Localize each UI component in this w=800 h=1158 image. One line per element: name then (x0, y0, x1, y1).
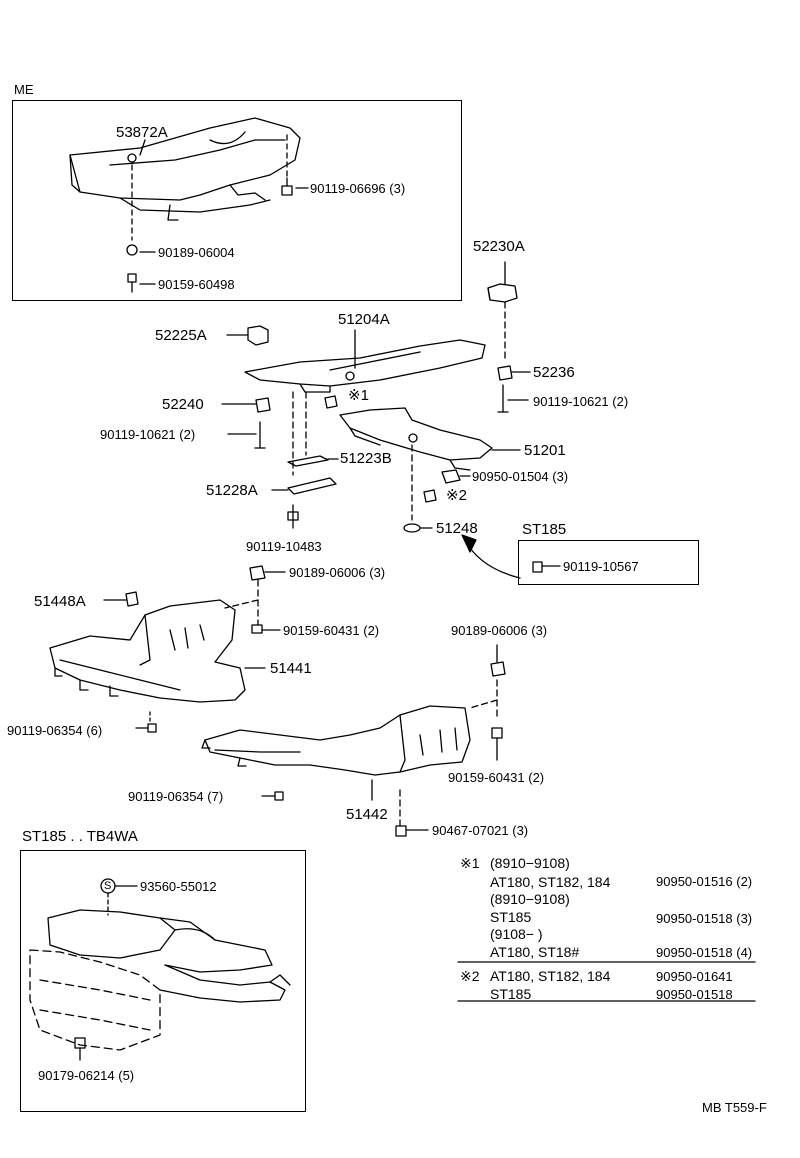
s-mark: S (104, 880, 112, 892)
label-52225a: 52225A (155, 327, 207, 344)
plate-51223b (287, 455, 339, 467)
label-ref2: ※2 (446, 487, 467, 504)
st185-tb4wa-assembly (29, 878, 291, 1061)
note2-line1-model: AT180, ST182, 184 (490, 968, 611, 984)
footer-code: MB T559-F (702, 1100, 767, 1115)
label-90119-06354-b: 90119-06354 (7) (128, 789, 224, 804)
me-fasteners (126, 134, 293, 293)
nut-ref2 (423, 489, 437, 503)
bolt-90119-10567 (532, 561, 561, 573)
bolt-90119-06354-b (261, 791, 284, 801)
me-box (12, 100, 462, 301)
plate-51228a (271, 477, 337, 495)
me-leaders (139, 139, 309, 285)
me-box-title: ME (14, 82, 34, 97)
label-90189-06004: 90189-06004 (158, 245, 235, 260)
crossmember-51204a (244, 329, 486, 393)
label-90119-10567: 90119-10567 (563, 559, 639, 574)
st185-box-title: ST185 (522, 521, 567, 538)
note2-line2-model: ST185 (490, 986, 532, 1002)
label-51228a: 51228A (206, 482, 258, 499)
st185-box (518, 540, 699, 585)
label-90467-07021: 90467-07021 (3) (432, 823, 529, 838)
label-90119-10483: 90119-10483 (246, 539, 322, 554)
label-90159-60431-b: 90159-60431 (2) (448, 770, 545, 785)
note1-line4-part: 90950-01518 (3) (656, 911, 753, 926)
label-90119-06696: 90119-06696 (3) (310, 181, 406, 196)
label-90179-06214: 90179-06214 (5) (38, 1068, 135, 1083)
duct-53872a (69, 117, 301, 221)
screw-90159-60431-a (251, 624, 281, 634)
note2-mark: ※2 (460, 968, 480, 984)
note1-line5: (9108− ) (490, 926, 543, 942)
note1-line3: (8910−9108) (490, 891, 570, 907)
crossmember-51201 (339, 407, 521, 471)
note1-line2-part: 90950-01516 (2) (656, 874, 753, 889)
label-52236: 52236 (533, 364, 575, 381)
label-90189-06006-a: 90189-06006 (3) (289, 565, 386, 580)
label-90119-10621-left: 90119-10621 (2) (100, 427, 196, 442)
bushing-90950-01504 (441, 469, 471, 484)
label-51204a: 51204A (338, 311, 390, 328)
undercover-51441 (49, 599, 266, 703)
bolt-90119-06354-a (135, 711, 157, 733)
note2-line2-part: 90950-01518 (656, 987, 733, 1002)
bolt-90119-10621-left (227, 421, 266, 449)
label-52240: 52240 (162, 396, 204, 413)
bushing-52225a (226, 325, 269, 346)
note1-line6-part: 90950-01518 (4) (656, 945, 753, 960)
label-90189-06006-b: 90189-06006 (3) (451, 623, 548, 638)
label-51448a: 51448A (34, 593, 86, 610)
note1-mark: ※1 (460, 855, 480, 871)
nut-90189-06006-a (249, 565, 286, 581)
st185-tb4wa-box-title: ST185 . . TB4WA (22, 828, 138, 845)
label-51248: 51248 (436, 520, 478, 537)
label-51441: 51441 (270, 660, 312, 677)
clip-51448a (103, 591, 139, 607)
nut-90189-06006-b (490, 644, 506, 677)
label-ref1: ※1 (348, 387, 369, 404)
note1-line6-model: AT180, ST18# (490, 944, 580, 960)
label-51201: 51201 (524, 442, 566, 459)
bushing-52240 (221, 397, 271, 413)
label-52230a: 52230A (473, 238, 525, 255)
washer-51248 (403, 523, 433, 533)
label-90950-01504: 90950-01504 (3) (472, 469, 569, 484)
bushing-52236 (497, 365, 531, 381)
note2-line1-part: 90950-01641 (656, 969, 733, 984)
nut-ref1 (324, 395, 338, 409)
undercover-51442 (201, 705, 471, 801)
st185-tb4wa-box (20, 850, 306, 1112)
label-93560-55012: 93560-55012 (140, 879, 217, 894)
label-90159-60431-a: 90159-60431 (2) (283, 623, 380, 638)
screw-90159-60431-b (491, 727, 503, 761)
note1-line4-model: ST185 (490, 909, 532, 925)
bolt-90119-10621-right (497, 384, 529, 413)
clip-90467-07021 (395, 825, 429, 837)
label-51442: 51442 (346, 806, 388, 823)
label-51223b: 51223B (340, 450, 392, 467)
label-90119-10621-right: 90119-10621 (2) (533, 394, 629, 409)
label-90159-60498: 90159-60498 (158, 277, 235, 292)
note1-line2-model: AT180, ST182, 184 (490, 874, 611, 890)
bolt-90119-10483 (287, 504, 299, 529)
bushing-52230a (487, 261, 518, 303)
dashed-connectors (224, 301, 506, 829)
label-53872a: 53872A (116, 124, 168, 141)
label-90119-06354-a: 90119-06354 (6) (7, 723, 103, 738)
note1-line1: (8910−9108) (490, 855, 570, 871)
